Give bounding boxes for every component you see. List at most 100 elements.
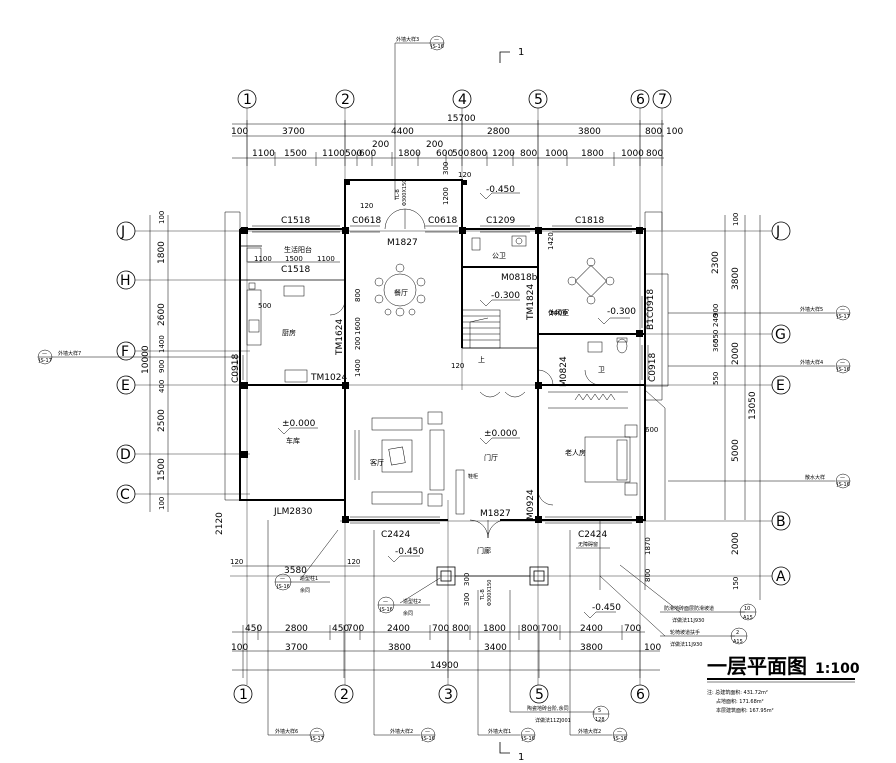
svg-text:TL-B: TL-B xyxy=(395,189,401,201)
svg-text:1000: 1000 xyxy=(545,149,568,159)
right-dimensions: 100 2300 3800 900 240 550 360 2000 550 1… xyxy=(644,213,761,600)
svg-text:3800: 3800 xyxy=(578,127,601,137)
note-footprint: 占地面积: 171.68m² xyxy=(716,698,764,705)
opening-labels: C1518 C0618 C0618 C1209 C1818 M1827 C151… xyxy=(231,216,658,540)
svg-text:800: 800 xyxy=(520,149,537,159)
bottom-dimensions: 450 2800 450 700 2400 700 800 1800 800 7… xyxy=(231,624,661,678)
svg-text:300: 300 xyxy=(463,593,471,606)
svg-text:余同: 余同 xyxy=(300,587,310,594)
svg-text:100: 100 xyxy=(158,497,166,510)
svg-text:4: 4 xyxy=(458,92,467,108)
svg-text:-0.450: -0.450 xyxy=(395,547,424,557)
svg-text:200: 200 xyxy=(426,140,443,150)
svg-text:C0618: C0618 xyxy=(428,216,457,226)
note-total-area: 注: 总建筑面积: 431.72m² xyxy=(707,689,768,696)
svg-text:128: 128 xyxy=(595,717,605,723)
svg-text:1870: 1870 xyxy=(644,537,652,555)
svg-text:±0.000: ±0.000 xyxy=(484,429,518,439)
svg-text:1800: 1800 xyxy=(483,624,506,634)
svg-text:3700: 3700 xyxy=(282,127,305,137)
svg-text:公卫: 公卫 xyxy=(492,252,506,260)
svg-text:500: 500 xyxy=(258,302,271,310)
svg-text:800: 800 xyxy=(646,149,663,159)
svg-text:100: 100 xyxy=(231,643,248,653)
svg-text:13050: 13050 xyxy=(748,391,758,420)
svg-text:外墙大样4: 外墙大样4 xyxy=(800,359,823,366)
svg-text:—: — xyxy=(434,37,439,43)
svg-text:100: 100 xyxy=(231,127,248,137)
svg-text:1500: 1500 xyxy=(285,255,303,263)
svg-text:1: 1 xyxy=(243,92,252,108)
svg-text:6: 6 xyxy=(636,92,645,108)
svg-text:700: 700 xyxy=(347,624,364,634)
svg-text:C2424: C2424 xyxy=(578,530,607,540)
svg-text:老人房: 老人房 xyxy=(565,448,586,457)
svg-text:—: — xyxy=(314,729,319,735)
internal-dims: 1100 1500 1100 500 800 1600 200 1400 120… xyxy=(230,180,658,606)
leisure-table xyxy=(567,257,615,305)
section-mark-top: 1 xyxy=(499,47,524,63)
svg-text:-0.450: -0.450 xyxy=(592,603,621,613)
svg-text:1600: 1600 xyxy=(354,317,362,335)
svg-text:200: 200 xyxy=(372,140,389,150)
svg-text:100: 100 xyxy=(666,127,683,137)
svg-text:120: 120 xyxy=(451,362,464,370)
svg-text:200: 200 xyxy=(354,337,362,350)
svg-text:—: — xyxy=(42,351,47,357)
svg-text:Φ300X150: Φ300X150 xyxy=(402,180,408,206)
svg-text:TL-B: TL-B xyxy=(480,589,486,601)
svg-text:1400: 1400 xyxy=(549,309,567,317)
dining-table xyxy=(374,263,426,317)
svg-text:C: C xyxy=(120,487,130,503)
svg-text:外墙大样5: 外墙大样5 xyxy=(800,306,823,313)
svg-text:JS-16: JS-16 xyxy=(521,736,535,742)
svg-text:JS-17: JS-17 xyxy=(836,314,850,320)
svg-text:门廊: 门廊 xyxy=(477,546,491,555)
svg-text:上: 上 xyxy=(478,355,485,364)
svg-text:JS-16: JS-16 xyxy=(836,367,850,373)
svg-text:1500: 1500 xyxy=(284,149,307,159)
svg-text:H: H xyxy=(120,273,131,289)
svg-text:JS-16: JS-16 xyxy=(613,736,627,742)
svg-text:2800: 2800 xyxy=(285,624,308,634)
svg-text:500: 500 xyxy=(345,149,362,159)
svg-text:1: 1 xyxy=(518,752,524,763)
svg-text:2: 2 xyxy=(341,92,350,108)
svg-text:J: J xyxy=(775,224,780,240)
svg-text:700: 700 xyxy=(624,624,641,634)
svg-text:1200: 1200 xyxy=(492,149,515,159)
svg-text:JS-17: JS-17 xyxy=(310,736,324,742)
svg-text:450: 450 xyxy=(332,624,349,634)
stair: 上 xyxy=(461,309,501,364)
svg-text:A15: A15 xyxy=(743,615,753,621)
left-axis-bubbles: J H F E D C xyxy=(116,221,136,504)
svg-text:B: B xyxy=(776,514,786,530)
svg-text:外墙大样3: 外墙大样3 xyxy=(396,36,419,43)
bathroom-fixtures xyxy=(471,235,628,398)
svg-text:—: — xyxy=(840,307,845,313)
svg-text:3580: 3580 xyxy=(284,566,307,576)
svg-text:600: 600 xyxy=(359,149,376,159)
title-block: 一层平面图 1:100 注: 总建筑面积: 431.72m² 占地面积: 171… xyxy=(707,654,860,714)
svg-text:F: F xyxy=(121,344,129,360)
svg-text:C1818: C1818 xyxy=(575,216,604,226)
svg-text:3800: 3800 xyxy=(580,643,603,653)
svg-text:M1827: M1827 xyxy=(387,238,418,248)
svg-text:C0618: C0618 xyxy=(352,216,381,226)
svg-text:100: 100 xyxy=(644,643,661,653)
svg-text:700: 700 xyxy=(432,624,449,634)
svg-text:轮椅坡道扶手: 轮椅坡道扶手 xyxy=(670,629,700,636)
svg-text:1: 1 xyxy=(239,687,248,703)
windows xyxy=(236,225,649,524)
svg-text:240: 240 xyxy=(712,314,720,327)
svg-text:900: 900 xyxy=(712,304,720,317)
svg-text:700: 700 xyxy=(541,624,558,634)
svg-text:100: 100 xyxy=(732,213,740,226)
drawing-scale: 1:100 xyxy=(815,661,860,677)
svg-text:150: 150 xyxy=(732,577,740,590)
svg-text:外墙大样6: 外墙大样6 xyxy=(275,728,298,735)
svg-text:外墙大样1: 外墙大样1 xyxy=(488,728,511,735)
svg-text:2: 2 xyxy=(736,630,739,636)
svg-text:3800: 3800 xyxy=(731,267,741,290)
svg-text:G: G xyxy=(775,327,786,343)
